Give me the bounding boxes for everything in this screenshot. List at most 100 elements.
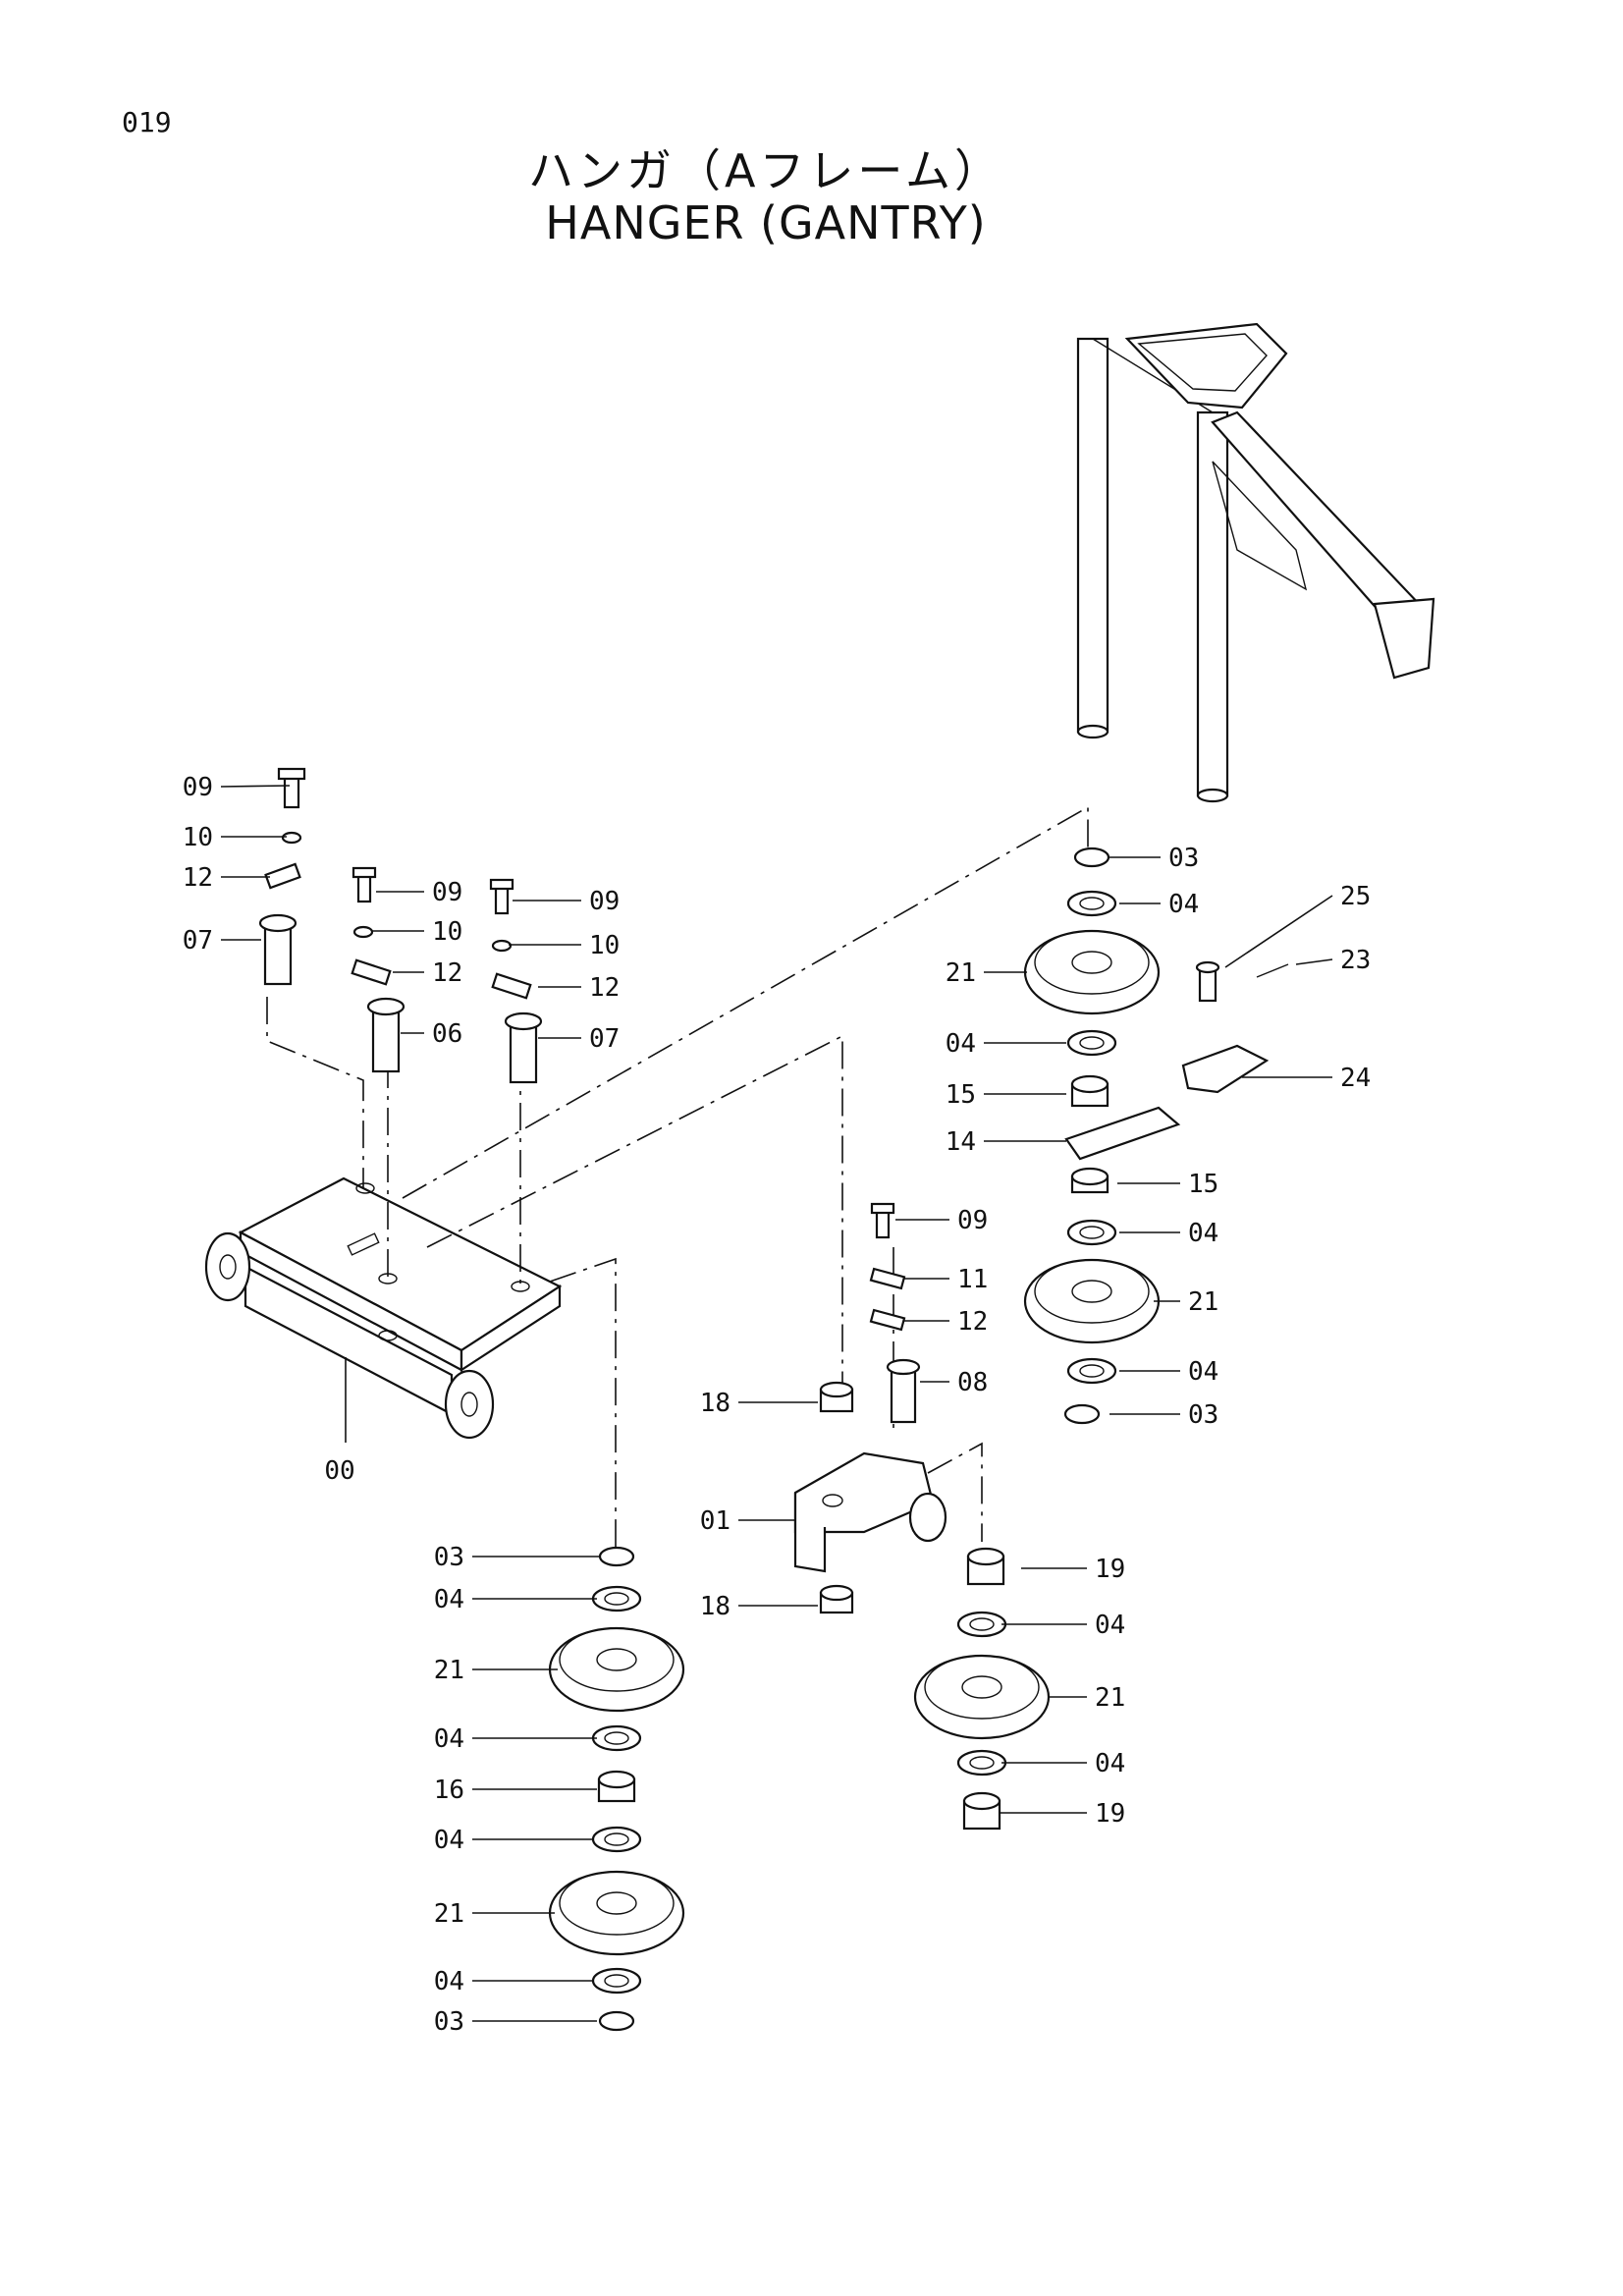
callout-03: 03 <box>1109 1400 1218 1430</box>
callout-21: 21 <box>1154 1287 1218 1317</box>
part-number-label: 04 <box>434 1724 464 1754</box>
callout-04: 04 <box>434 1585 597 1614</box>
callout-18: 18 <box>700 1389 818 1418</box>
callout-04: 04 <box>434 1967 594 1996</box>
part-number-label: 23 <box>1340 946 1371 975</box>
callout-04: 04 <box>1119 890 1199 919</box>
part-number-label: 04 <box>946 1029 976 1059</box>
leader-line <box>1224 895 1333 968</box>
part-number-label: 00 <box>324 1456 354 1486</box>
callout-06: 06 <box>401 1019 462 1049</box>
callout-00: 00 <box>324 1357 355 1486</box>
part-number-label: 19 <box>1095 1799 1125 1829</box>
gantry-leg-right <box>1196 410 1229 797</box>
part-number-label: 09 <box>432 878 462 907</box>
part-number-label: 25 <box>1340 882 1371 911</box>
part-number-label: 11 <box>957 1265 988 1294</box>
bracket-illustration <box>793 1451 947 1573</box>
callout-21: 21 <box>434 1899 555 1929</box>
callout-19: 19 <box>1000 1799 1125 1829</box>
part-number-label: 09 <box>183 773 213 802</box>
callout-14: 14 <box>946 1127 1066 1157</box>
gantry-frame-illustration <box>1076 322 1435 803</box>
part-number-label: 12 <box>957 1307 988 1337</box>
callout-25: 25 <box>1224 882 1371 968</box>
assembly-centerlines <box>266 805 1089 1547</box>
callout-04: 04 <box>1001 1749 1125 1778</box>
part-number-label: 16 <box>434 1776 464 1805</box>
part-number-label: 18 <box>700 1592 730 1621</box>
callout-04: 04 <box>946 1029 1066 1059</box>
part-number-label: 04 <box>1095 1611 1125 1640</box>
callout-09: 09 <box>376 878 462 907</box>
callout-10: 10 <box>183 823 287 852</box>
callout-12: 12 <box>903 1307 988 1337</box>
part-number-label: 03 <box>1168 844 1199 873</box>
part-number-label: 15 <box>946 1080 976 1110</box>
callout-12: 12 <box>538 973 620 1003</box>
hanger-plate-illustration <box>204 1176 563 1440</box>
part-number-label: 04 <box>434 1585 464 1614</box>
part-number-label: 04 <box>1168 890 1199 919</box>
part-number-label: 12 <box>432 958 462 988</box>
title-english: HANGER (GANTRY) <box>545 196 987 249</box>
part-number-label: 09 <box>589 887 620 916</box>
gantry-leg-left <box>1076 337 1109 734</box>
part-number-label: 09 <box>957 1206 988 1235</box>
callout-04: 04 <box>434 1826 594 1855</box>
callout-11: 11 <box>903 1265 988 1294</box>
part-number-label: 07 <box>589 1024 620 1054</box>
gantry-head <box>1124 322 1288 410</box>
part-number-label: 15 <box>1188 1170 1218 1199</box>
part-number-label: 12 <box>183 863 213 893</box>
callout-24: 24 <box>1242 1064 1371 1093</box>
callout-03: 03 <box>1109 844 1199 873</box>
callout-19: 19 <box>1021 1555 1125 1584</box>
callout-07: 07 <box>538 1024 620 1054</box>
part-number-label: 03 <box>1188 1400 1218 1430</box>
callout-21: 21 <box>434 1656 558 1685</box>
callout-09: 09 <box>183 773 291 802</box>
part-number-label: 18 <box>700 1389 730 1418</box>
part-number-label: 21 <box>434 1656 464 1685</box>
part-number-label: 21 <box>946 958 976 988</box>
callout-04: 04 <box>434 1724 597 1754</box>
gantry-head-plate <box>1137 333 1268 392</box>
part-number-label: 08 <box>957 1368 988 1397</box>
callout-21: 21 <box>946 958 1027 988</box>
callout-18: 18 <box>700 1592 818 1621</box>
callout-09: 09 <box>895 1206 988 1235</box>
part-number-label: 07 <box>183 926 213 956</box>
callout-08: 08 <box>920 1368 988 1397</box>
part-number-label: 14 <box>946 1127 976 1157</box>
part-number-label: 04 <box>1095 1749 1125 1778</box>
part-number-label: 21 <box>434 1899 464 1929</box>
callout-12: 12 <box>393 958 462 988</box>
part-number-label: 10 <box>589 931 620 960</box>
part-number-label: 24 <box>1340 1064 1371 1093</box>
part-number-label: 21 <box>1095 1683 1125 1713</box>
part-number-label: 19 <box>1095 1555 1125 1584</box>
callout-23: 23 <box>1295 946 1371 975</box>
callout-09: 09 <box>513 887 620 916</box>
part-number-label: 04 <box>434 1967 464 1996</box>
callout-16: 16 <box>434 1776 597 1805</box>
part-number-label: 04 <box>1188 1357 1218 1387</box>
part-number-label: 04 <box>1188 1219 1218 1248</box>
callout-04: 04 <box>1001 1611 1125 1640</box>
gantry-brace <box>1211 410 1426 630</box>
leader-line <box>1295 958 1333 965</box>
callout-04: 04 <box>1119 1219 1218 1248</box>
callout-03: 03 <box>434 1543 599 1572</box>
title-japanese: ハンガ（Aフレーム） <box>527 144 1004 197</box>
callout-04: 04 <box>1119 1357 1218 1387</box>
part-number-label: 10 <box>183 823 213 852</box>
callout-10: 10 <box>509 931 620 960</box>
callout-03: 03 <box>434 2007 597 2037</box>
part-number-label: 10 <box>432 917 462 947</box>
part-number-label: 01 <box>700 1506 730 1536</box>
callout-labels: 09 10 12 07 09 10 12 06 09 10 12 07 00 03 04 21 04 15 14 15… <box>183 773 1372 2037</box>
gantry-foot <box>1373 597 1435 680</box>
part-number-label: 04 <box>434 1826 464 1855</box>
